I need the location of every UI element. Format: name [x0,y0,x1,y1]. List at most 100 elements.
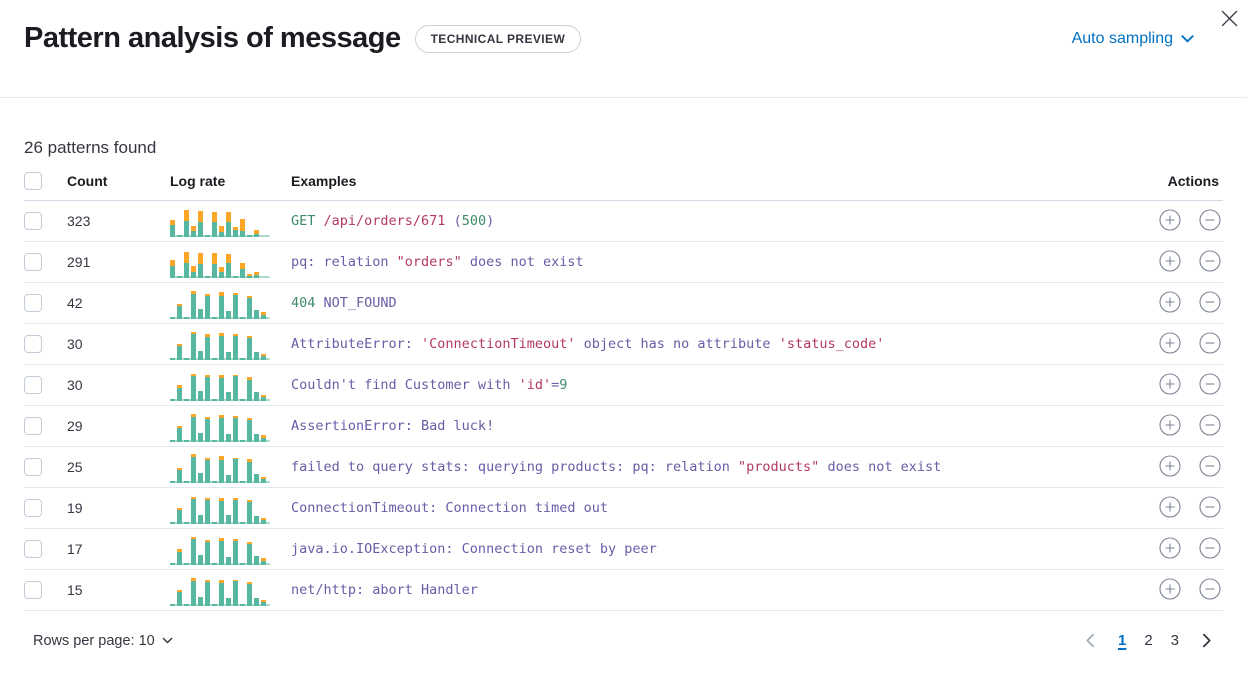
filter-in-button[interactable] [1159,577,1181,603]
filter-in-button[interactable] [1159,372,1181,398]
chevron-down-icon [1181,35,1194,43]
chart-bar [191,497,196,524]
minus-circle-icon [1199,249,1221,272]
chart-bar [219,333,224,360]
chart-bar [247,336,252,360]
chart-bar [198,433,203,442]
chart-bar [233,293,238,319]
previous-page-button[interactable] [1076,630,1105,651]
row-checkbox[interactable] [24,212,42,230]
chart-bar [240,522,245,524]
row-checkbox[interactable] [24,581,42,599]
chart-bar [177,344,182,360]
filter-out-button[interactable] [1199,372,1221,398]
chart-bar [254,556,259,565]
chart-bar [233,458,238,483]
chevron-right-icon [1202,633,1211,648]
filter-in-button[interactable] [1159,208,1181,234]
filter-out-button[interactable] [1199,290,1221,316]
log-rate-chart [170,533,270,565]
chart-bar [219,267,224,278]
chart-bar [191,291,196,319]
close-button[interactable] [1215,4,1243,32]
row-checkbox[interactable] [24,253,42,271]
chart-bar [198,473,203,483]
chart-bar [240,263,245,278]
chart-bar [219,456,224,483]
chevron-left-icon [1086,633,1095,648]
chart-bar [184,481,189,483]
filter-in-button[interactable] [1159,536,1181,562]
chart-bar [170,399,175,401]
filter-out-button[interactable] [1199,495,1221,521]
page-button-3[interactable]: 3 [1162,628,1188,653]
filter-out-button[interactable] [1199,577,1221,603]
row-checkbox[interactable] [24,458,42,476]
row-checkbox[interactable] [24,294,42,312]
chart-bar [177,304,182,319]
filter-out-button[interactable] [1199,536,1221,562]
chart-bar [191,454,196,483]
chart-bar [212,563,217,565]
chart-bar [170,358,175,360]
chart-bar [254,230,259,237]
pattern-count: 323 [67,200,170,242]
chart-bar [177,590,182,606]
filter-in-button[interactable] [1159,331,1181,357]
chart-bar [177,385,182,401]
select-all-checkbox[interactable] [24,172,42,190]
minus-circle-icon [1199,290,1221,313]
column-header-examples: Examples [291,172,1115,201]
chart-bar [184,440,189,442]
row-checkbox[interactable] [24,376,42,394]
chart-bar [184,522,189,524]
log-rate-chart [170,451,270,483]
chart-bar [205,498,210,524]
filter-in-button[interactable] [1159,454,1181,480]
chart-bar [226,434,231,442]
chart-bar [198,309,203,319]
chart-bar [184,210,189,237]
chart-bar [226,352,231,360]
row-checkbox[interactable] [24,335,42,353]
chart-bar [170,440,175,442]
pattern-count: 15 [67,569,170,611]
chart-bar [233,539,238,565]
row-checkbox[interactable] [24,499,42,517]
filter-out-button[interactable] [1199,249,1221,275]
filter-out-button[interactable] [1199,208,1221,234]
chart-bar [226,557,231,565]
chart-bar [184,358,189,360]
chart-bar [254,516,259,524]
pattern-count: 30 [67,323,170,365]
filter-out-button[interactable] [1199,413,1221,439]
filter-out-button[interactable] [1199,331,1221,357]
chart-bar [205,458,210,483]
chart-bar [205,276,210,278]
filter-in-button[interactable] [1159,495,1181,521]
sampling-dropdown[interactable]: Auto sampling [1072,30,1195,48]
row-checkbox[interactable] [24,417,42,435]
log-rate-chart [170,369,270,401]
chevron-down-icon [162,637,173,644]
row-checkbox[interactable] [24,540,42,558]
filter-in-button[interactable] [1159,290,1181,316]
pattern-count: 19 [67,487,170,529]
chart-bar [254,434,259,442]
page-button-1[interactable]: 1 [1109,628,1135,653]
page-button-2[interactable]: 2 [1135,628,1161,653]
chart-bar [226,598,231,606]
chart-bar [261,518,266,524]
next-page-button[interactable] [1192,630,1221,651]
minus-circle-icon [1199,577,1221,600]
filter-in-button[interactable] [1159,413,1181,439]
pattern-example: AssertionError: Bad luck! [291,405,1115,447]
filter-out-button[interactable] [1199,454,1221,480]
rows-per-page-dropdown[interactable]: Rows per page: 10 [33,633,174,649]
chart-bar [219,375,224,401]
filter-in-button[interactable] [1159,249,1181,275]
chart-bar [254,272,259,278]
